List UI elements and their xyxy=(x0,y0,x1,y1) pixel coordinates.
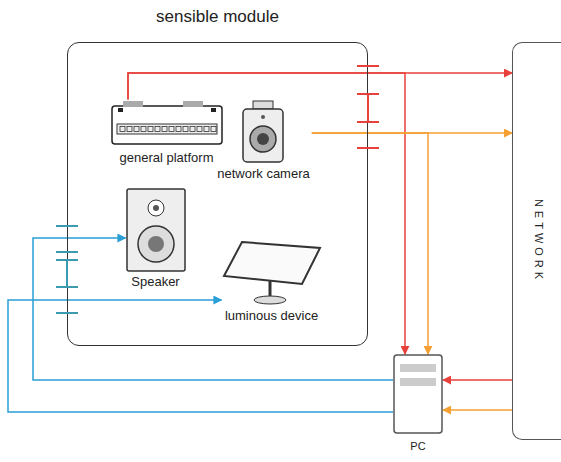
node-label: luminous device xyxy=(222,308,322,324)
node-label: NETWORK xyxy=(534,199,546,283)
luminous-icon xyxy=(222,240,322,306)
device-node: luminous device xyxy=(222,240,322,324)
network-band: NETWORK xyxy=(512,42,561,440)
node-label: sensible module xyxy=(68,7,367,27)
signal-arrow xyxy=(8,300,393,412)
platform-icon xyxy=(111,100,223,148)
device-node: network camera xyxy=(215,100,311,182)
signal-arrow xyxy=(128,73,512,100)
signal-arrow xyxy=(312,133,428,354)
speaker-icon xyxy=(126,188,186,272)
signal-arrow xyxy=(443,409,512,411)
node-label: general platform xyxy=(111,150,223,166)
device-node: Speaker xyxy=(126,188,186,290)
signal-arrow xyxy=(33,238,393,380)
signal-arrow xyxy=(443,379,512,381)
camera-icon xyxy=(238,100,288,164)
node-label: network camera xyxy=(215,166,311,182)
module-box: sensible modulegeneral platformnetwork c… xyxy=(67,42,368,346)
node-label: Speaker xyxy=(126,274,186,290)
node-label: PC xyxy=(393,438,443,454)
pc-node: PC xyxy=(393,354,443,454)
pc-icon xyxy=(393,354,443,434)
device-node: general platform xyxy=(111,100,223,166)
